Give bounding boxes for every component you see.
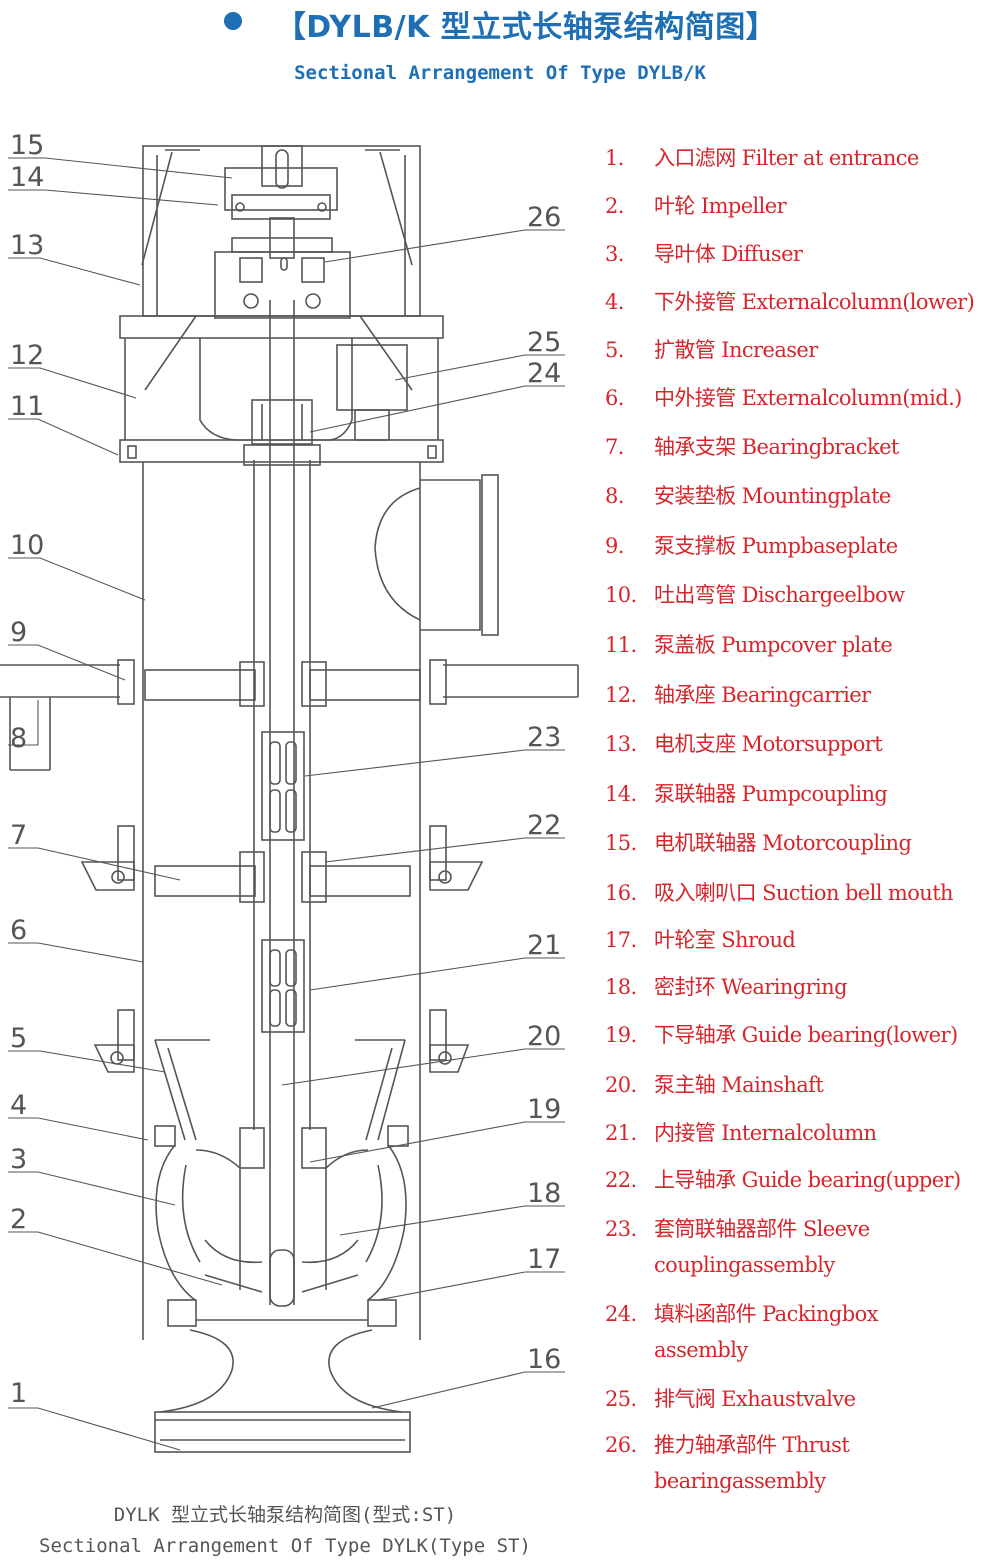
legend-label: 泵盖板 Pumpcover plate (654, 633, 893, 657)
legend-number: 5. (605, 338, 624, 362)
legend-label: 密封环 Wearingring (654, 975, 848, 999)
legend-number: 22. (605, 1168, 637, 1192)
legend-label: 叶轮 Impeller (654, 194, 787, 218)
callout-2: 2 (10, 1204, 27, 1235)
legend-number: 2. (605, 194, 624, 218)
bullet-dot-icon (223, 12, 242, 30)
legend-label: 安装垫板 Mountingplate (654, 484, 891, 508)
legend-number: 24. (605, 1302, 637, 1326)
legend-label: 入口滤网 Filter at entrance (654, 146, 919, 170)
callout-25: 25 (527, 327, 561, 358)
callout-14: 14 (10, 162, 44, 193)
drawing-caption: DYLK 型立式长轴泵结构简图(型式:ST) Sectional Arrange… (0, 1500, 570, 1562)
legend-number: 1. (605, 146, 624, 170)
legend-label: 泵联轴器 Pumpcoupling (654, 782, 888, 806)
legend-number: 8. (605, 484, 624, 508)
legend-label: 泵主轴 Mainshaft (654, 1073, 824, 1097)
legend-number: 11. (605, 633, 637, 657)
caption-line-english: Sectional Arrangement Of Type DYLK(Type … (39, 1535, 531, 1557)
legend-label: 吸入喇叭口 Suction bell mouth (654, 881, 954, 905)
callout-6: 6 (10, 915, 27, 946)
callout-17: 17 (527, 1244, 561, 1275)
legend-label: 中外接管 Externalcolumn(mid.) (654, 386, 962, 410)
legend-number: 14. (605, 782, 637, 806)
legend-label: 导叶体 Diffuser (654, 242, 803, 266)
legend-label: 排气阀 Exhaustvalve (654, 1387, 856, 1411)
callout-4: 4 (10, 1090, 27, 1121)
page-title: 【DYLB/K 型立式长轴泵结构简图】 (275, 10, 777, 45)
callout-12: 12 (10, 340, 44, 371)
callout-9: 9 (10, 617, 27, 648)
legend-label: 填料函部件 Packingbox assembly (654, 1302, 878, 1362)
legend-label: 吐出弯管 Dischargeelbow (654, 583, 905, 607)
legend-label: 下导轴承 Guide bearing(lower) (654, 1023, 958, 1047)
callout-21: 21 (527, 930, 561, 961)
page-subtitle: Sectional Arrangement Of Type DYLB/K (294, 62, 706, 84)
callout-23: 23 (527, 722, 561, 753)
callout-15: 15 (10, 130, 44, 161)
legend-number: 6. (605, 386, 624, 410)
callout-26: 26 (527, 202, 561, 233)
legend-number: 17. (605, 928, 637, 952)
legend-number: 9. (605, 534, 624, 558)
legend-label: 扩散管 Increaser (654, 338, 818, 362)
callout-22: 22 (527, 810, 561, 841)
callout-7: 7 (10, 820, 27, 851)
callout-24: 24 (527, 358, 561, 389)
callout-1: 1 (10, 1378, 27, 1409)
legend-number: 7. (605, 435, 624, 459)
legend-label: 内接管 Internalcolumn (654, 1121, 877, 1145)
legend-label: 电机联轴器 Motorcoupling (654, 831, 912, 855)
legend-number: 10. (605, 583, 637, 607)
legend-number: 3. (605, 242, 624, 266)
legend-label: 套筒联轴器部件 Sleeve couplingassembly (654, 1217, 870, 1277)
legend-number: 20. (605, 1073, 637, 1097)
legend-number: 25. (605, 1387, 637, 1411)
legend-number: 13. (605, 732, 637, 756)
legend-label: 下外接管 Externalcolumn(lower) (654, 290, 975, 314)
callout-11: 11 (10, 391, 44, 422)
legend-label: 轴承支架 Bearingbracket (654, 435, 899, 459)
callout-13: 13 (10, 230, 44, 261)
pump-body-lines (0, 145, 579, 1453)
legend-number: 12. (605, 683, 637, 707)
legend-label: 电机支座 Motorsupport (654, 732, 883, 756)
legend-label: 泵支撑板 Pumpbaseplate (654, 534, 898, 558)
pump-sectional-drawing: 1 2 3 4 5 6 7 8 9 10 11 12 13 14 15 16 1… (0, 130, 579, 1453)
callout-20: 20 (527, 1021, 561, 1052)
legend-number: 21. (605, 1121, 637, 1145)
legend-number: 26. (605, 1433, 637, 1457)
legend-label: 叶轮室 Shroud (654, 928, 796, 952)
legend-label: 轴承座 Bearingcarrier (654, 683, 871, 707)
callout-19: 19 (527, 1094, 561, 1125)
callout-leader-lines (8, 157, 565, 1451)
legend-number: 18. (605, 975, 637, 999)
callout-5: 5 (10, 1023, 27, 1054)
callout-3: 3 (10, 1144, 27, 1175)
motor-support-outline (142, 145, 421, 317)
legend-label: 上导轴承 Guide bearing(upper) (654, 1168, 961, 1192)
callout-16: 16 (527, 1344, 561, 1375)
caption-line-chinese: DYLK 型立式长轴泵结构简图(型式:ST) (113, 1504, 457, 1526)
callout-numbers: 1 2 3 4 5 6 7 8 9 10 11 12 13 14 15 16 1… (10, 130, 561, 1409)
legend-number: 4. (605, 290, 624, 314)
legend-number: 15. (605, 831, 637, 855)
legend-number: 16. (605, 881, 637, 905)
callout-10: 10 (10, 530, 44, 561)
callout-8: 8 (10, 723, 27, 754)
callout-18: 18 (527, 1178, 561, 1209)
legend-label: 推力轴承部件 Thrust bearingassembly (654, 1433, 850, 1493)
legend-number: 19. (605, 1023, 637, 1047)
legend-number: 23. (605, 1217, 637, 1241)
title-row: 【DYLB/K 型立式长轴泵结构简图】 (0, 2, 1000, 52)
